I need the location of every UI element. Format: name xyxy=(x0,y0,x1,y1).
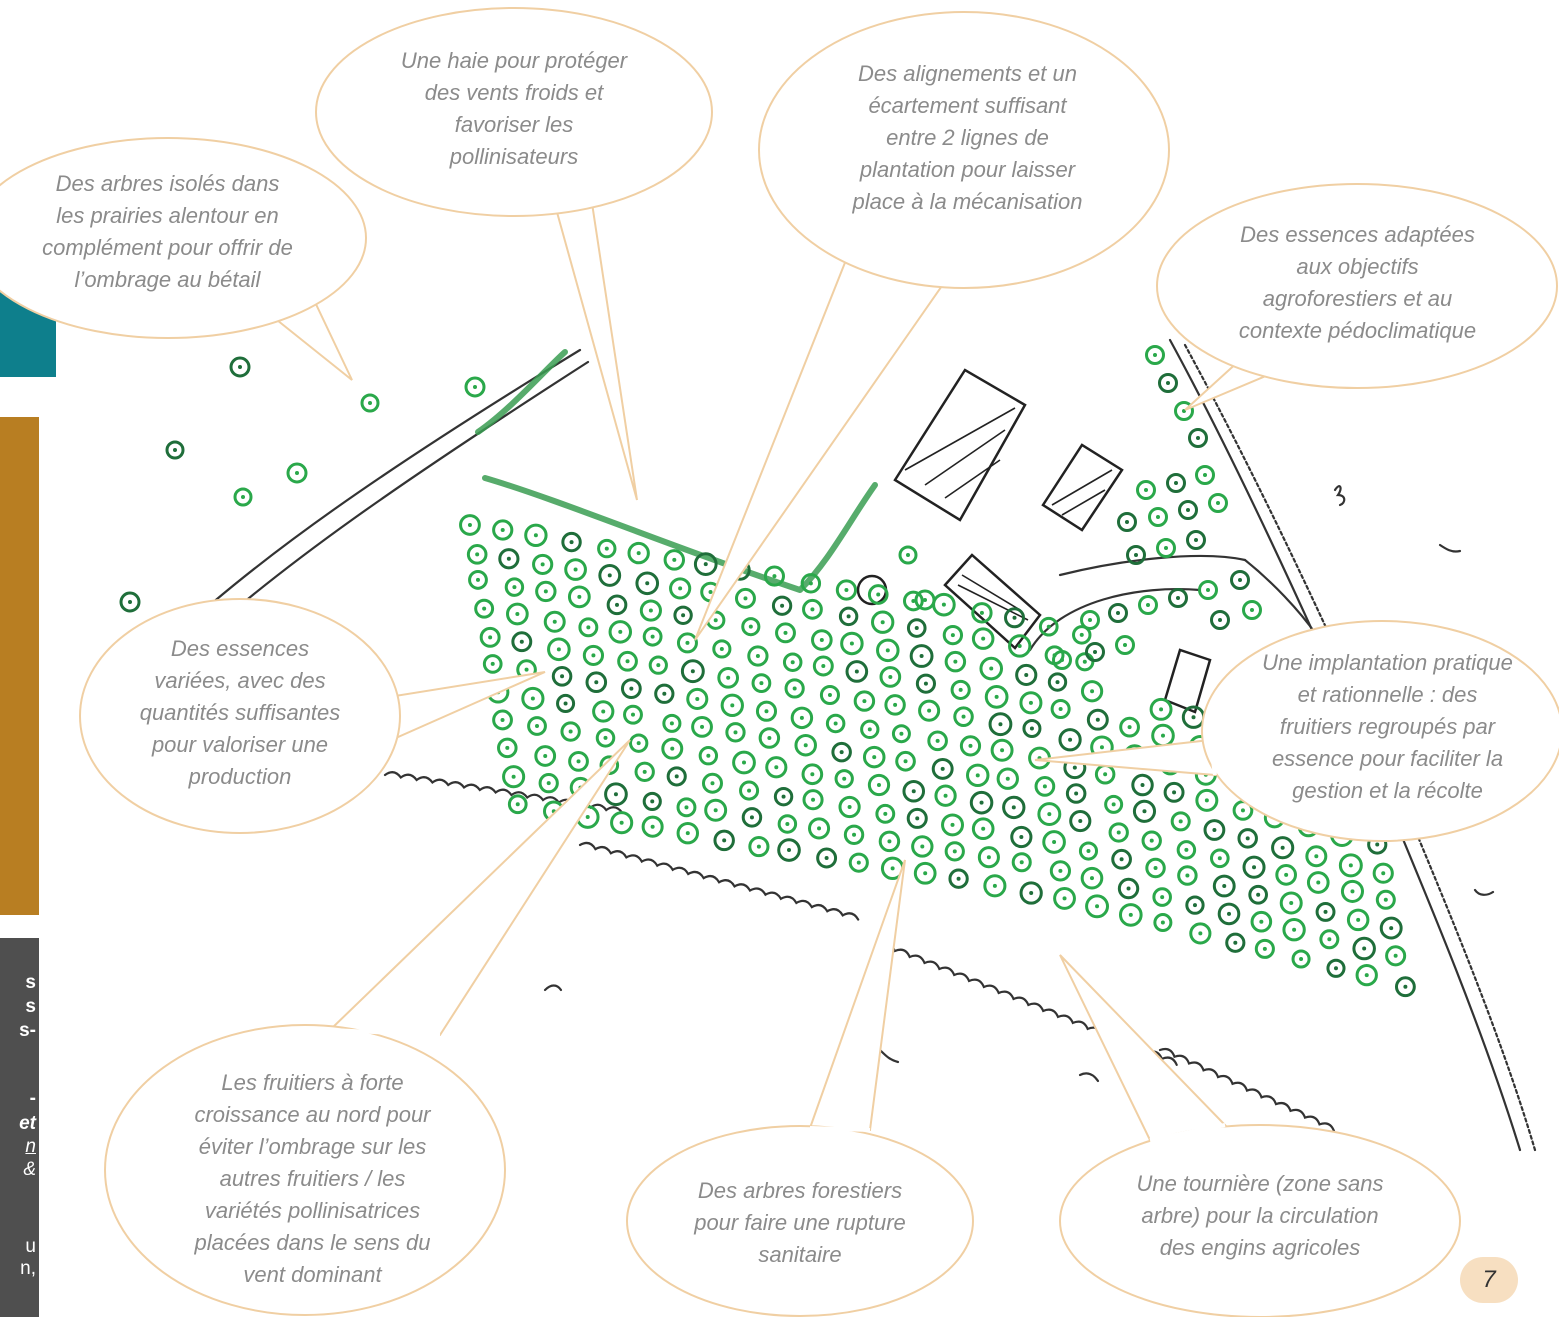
callout-headland: Une tournière (zone sans arbre) pour la … xyxy=(1075,1168,1445,1264)
callout-tail xyxy=(1060,955,1225,1140)
callout-alignments: Des alignements et un écartement suffisa… xyxy=(800,58,1135,218)
page-number: 7 xyxy=(1460,1257,1518,1303)
callout-tail xyxy=(1035,740,1215,775)
callout-hedge: Une haie pour protéger des vents froids … xyxy=(338,45,690,173)
callout-practical-layout: Une implantation pratique et rationnelle… xyxy=(1220,647,1555,807)
callout-tail xyxy=(555,190,637,500)
page-number-badge: 7 xyxy=(1460,1257,1518,1303)
callout-isolated-trees: Des arbres isolés dans les prairies alen… xyxy=(0,168,335,296)
callout-north-fruit-trees: Les fruitiers à forte croissance au nord… xyxy=(135,1067,490,1291)
callout-varied-species: Des essences variées, avec des quantités… xyxy=(100,633,380,793)
callout-tail xyxy=(810,860,905,1130)
callout-forest-trees: Des arbres forestiers pour faire une rup… xyxy=(650,1175,950,1271)
callout-joint xyxy=(810,1128,870,1130)
callout-tail xyxy=(695,250,960,640)
callout-adapted-species: Des essences adaptées aux objectifs agro… xyxy=(1195,219,1520,347)
